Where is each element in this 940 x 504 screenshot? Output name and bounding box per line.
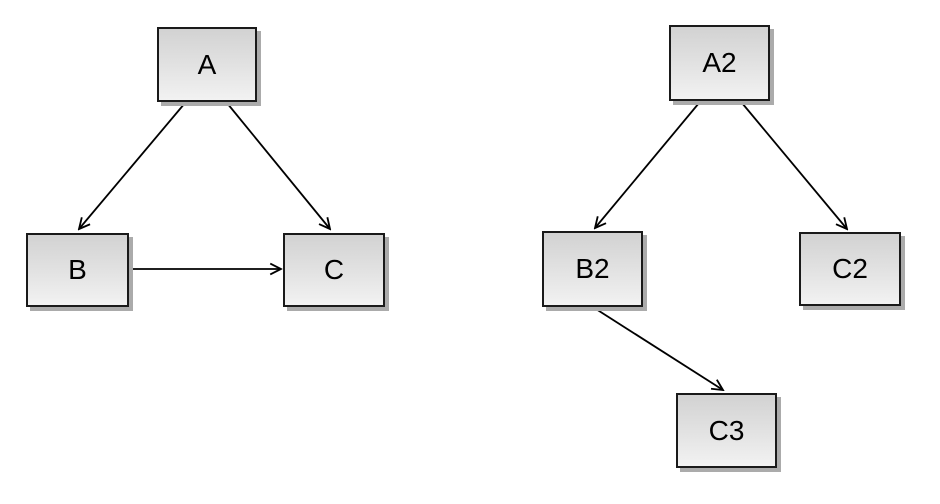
node-C[interactable]: C <box>283 233 385 307</box>
node-B2[interactable]: B2 <box>542 231 643 307</box>
node-A[interactable]: A <box>157 27 257 102</box>
node-C3[interactable]: C3 <box>676 393 777 468</box>
edge-A-C <box>226 102 330 229</box>
edge-A-B <box>79 102 186 229</box>
edge-B2-C3 <box>595 308 723 390</box>
edge-A2-C2 <box>741 102 847 229</box>
node-B[interactable]: B <box>26 233 129 307</box>
node-C2[interactable]: C2 <box>799 232 901 306</box>
edge-A2-B2 <box>595 102 700 228</box>
edges-group <box>79 102 847 390</box>
node-A2[interactable]: A2 <box>669 25 770 101</box>
